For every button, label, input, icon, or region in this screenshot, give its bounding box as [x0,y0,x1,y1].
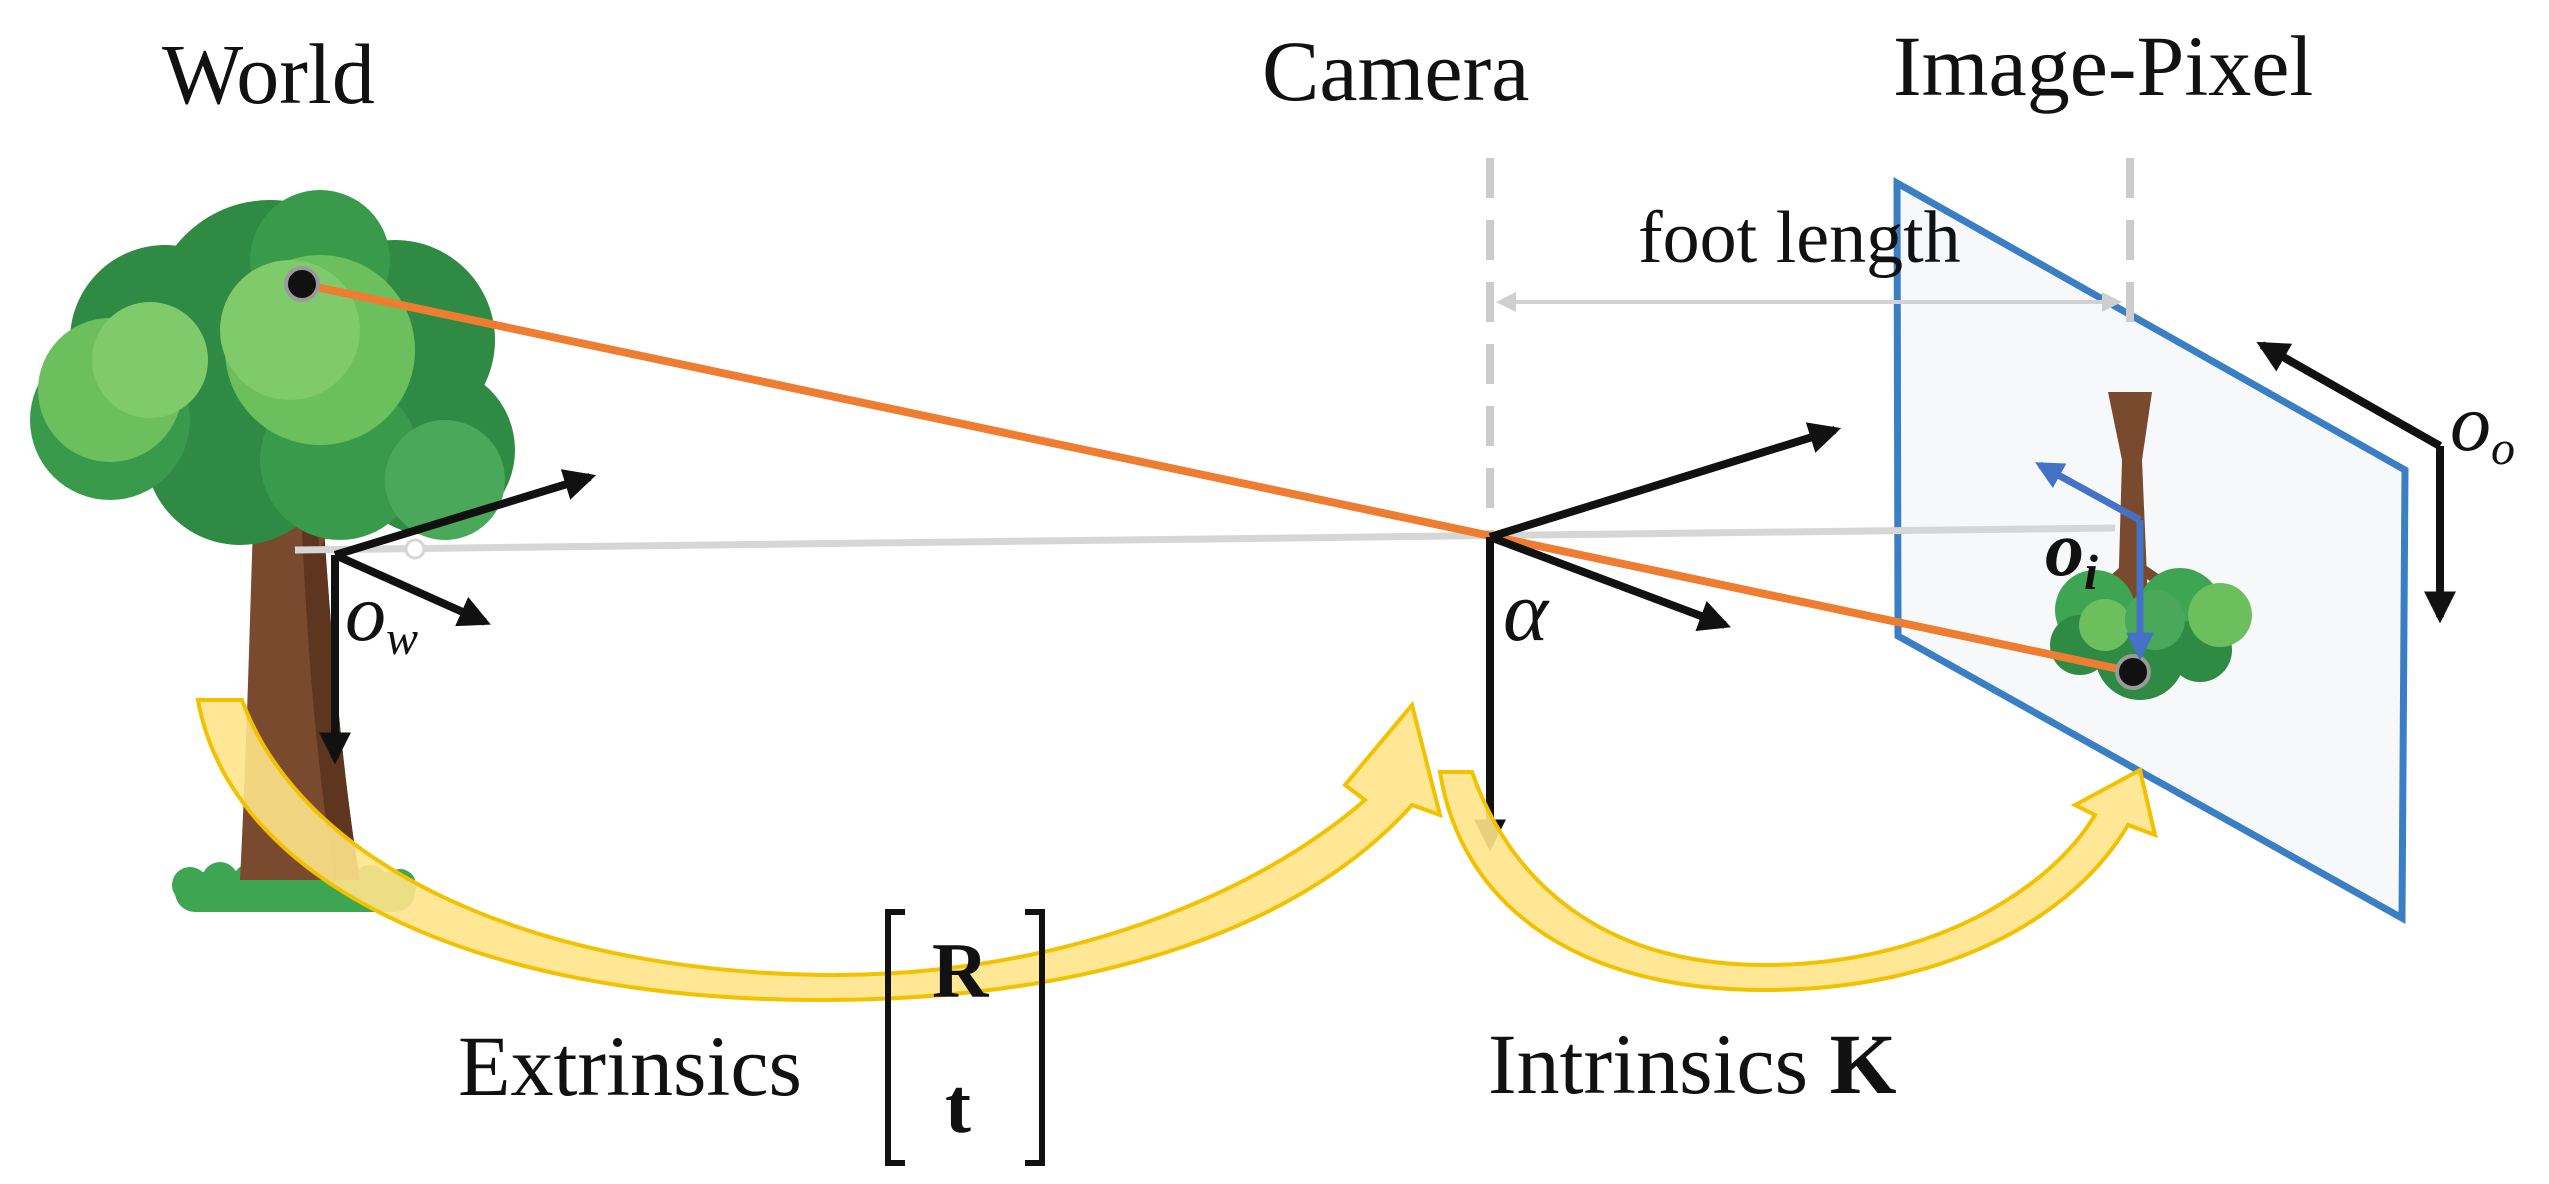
world-tree-illustration [30,190,515,912]
image-center-axes [2035,461,2154,661]
image-center-origin-label: oi [2045,505,2098,600]
projected-tree-illustration [2050,392,2252,700]
extrinsics-matrix-brackets [885,909,1045,1166]
world-point [284,266,320,302]
intrinsics-label: Intrinsics K [1488,1016,1897,1112]
world-origin-label: ow [345,567,418,665]
extrinsics-transform-arrow [195,698,1443,1003]
tree-foliage [30,190,515,545]
matrix-r-label: R [932,927,990,1014]
image-pixel-label: Image-Pixel [1893,18,2313,114]
projection-ray [301,280,2134,676]
pixel-origin-label: oo [2450,377,2515,475]
camera-axes [1474,422,1842,852]
intrinsics-k-symbol: K [1830,1016,1897,1112]
extrinsics-label: Extrinsics [458,1018,802,1114]
world-axes [319,469,597,765]
intrinsics-transform-arrow [1437,766,2158,993]
foot-length-label: foot length [1638,197,1961,279]
optical-axis-line [294,524,2116,554]
world-label: World [162,26,375,122]
matrix-t-label: t [945,1062,971,1149]
camera-label: Camera [1262,23,1529,119]
pixel-origin-axes [2256,341,2456,624]
image-point [2115,654,2151,690]
image-plane [1893,176,2409,924]
alpha-label: α [1503,563,1550,659]
